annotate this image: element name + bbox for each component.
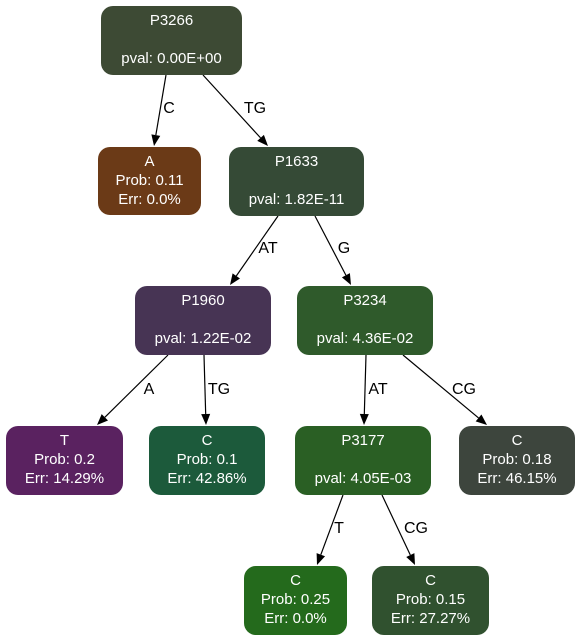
edge-p3177-c_leaf3: T <box>316 494 344 565</box>
arrowhead-icon <box>341 273 351 285</box>
edge-label: TG <box>244 100 266 117</box>
node-text-line: Prob: 0.25 <box>261 591 330 608</box>
edge-line <box>402 354 479 419</box>
node-box <box>244 566 347 635</box>
edge-label: AT <box>368 381 387 398</box>
edge-root-p1633: TG <box>202 74 268 146</box>
arrowhead-icon <box>316 553 326 565</box>
edge-p3177-c_leaf4: CG <box>381 494 428 565</box>
arrowhead-icon <box>406 553 415 565</box>
edge-p3234-p3177: AT <box>359 354 388 425</box>
edge-line <box>363 354 367 415</box>
node-text-line: Prob: 0.18 <box>482 451 551 468</box>
node-text-line: P3266 <box>150 12 193 29</box>
arrowhead-icon <box>230 273 240 285</box>
node-text-line: Prob: 0.11 <box>115 172 183 189</box>
node-text-line: Prob: 0.15 <box>396 591 465 608</box>
node-text-line: P1633 <box>275 153 318 170</box>
node-text-line: pval: 1.22E-02 <box>155 330 252 347</box>
edge-line <box>314 215 347 276</box>
edge-p1633-p1960: AT <box>230 215 279 285</box>
node-text-line: pval: 4.05E-03 <box>315 470 412 487</box>
edge-label: CG <box>452 381 476 398</box>
edge-line <box>203 354 207 415</box>
edge-line <box>320 494 344 555</box>
node-text-line: Err: 0.0% <box>118 191 181 208</box>
edge-p1960-t_leaf: A <box>97 354 169 425</box>
arrowhead-icon <box>475 414 487 425</box>
edge-line <box>235 215 279 277</box>
node-root: P3266 pval: 0.00E+00 <box>101 6 242 75</box>
node-box <box>295 426 431 495</box>
edge-line <box>104 354 169 418</box>
edge-label: CG <box>404 520 428 537</box>
node-box <box>229 147 364 216</box>
node-text-line: Err: 42.86% <box>167 470 246 487</box>
node-text-line: P1960 <box>181 292 224 309</box>
node-text-line: P3177 <box>341 432 384 449</box>
edge-line <box>381 494 411 556</box>
node-text-line: P3234 <box>343 292 386 309</box>
node-text-line: Err: 14.29% <box>25 470 104 487</box>
node-box <box>135 286 271 355</box>
node-box <box>101 6 242 75</box>
node-text-line: pval: 4.36E-02 <box>317 330 414 347</box>
edge-label: G <box>338 240 350 257</box>
edge-label: TG <box>208 381 230 398</box>
node-p3234: P3234 pval: 4.36E-02 <box>297 286 433 355</box>
node-text-line: C <box>425 572 436 589</box>
edge-label: T <box>334 520 344 537</box>
edge-line <box>202 74 262 139</box>
arrowhead-icon <box>257 134 268 146</box>
arrowhead-icon <box>359 413 369 425</box>
edge-label: A <box>144 381 155 398</box>
node-p1633: P1633 pval: 1.82E-11 <box>229 147 364 216</box>
node-box <box>149 426 265 495</box>
arrowhead-icon <box>201 413 211 425</box>
node-text-line: Prob: 0.1 <box>177 451 238 468</box>
edge-p3234-c_leaf2: CG <box>402 354 487 425</box>
node-text-line: pval: 1.82E-11 <box>249 191 345 208</box>
node-box <box>6 426 123 495</box>
edge-line <box>155 74 167 136</box>
node-text-line: Prob: 0.2 <box>34 451 95 468</box>
node-p3177: P3177 pval: 4.05E-03 <box>295 426 431 495</box>
node-box <box>372 566 489 635</box>
edge-p1960-c_leaf1: TG <box>201 354 230 425</box>
edge-root-a_leaf: C <box>151 74 175 146</box>
node-text-line: T <box>60 432 69 449</box>
node-text-line: C <box>290 572 301 589</box>
node-text-line: C <box>512 432 523 449</box>
node-text-line: Err: 27.27% <box>391 610 470 627</box>
edge-p1633-p3234: G <box>314 215 351 285</box>
node-text-line: pval: 0.00E+00 <box>121 50 222 67</box>
node-box <box>98 147 201 215</box>
edge-label: C <box>163 100 175 117</box>
arrowhead-icon <box>151 134 161 146</box>
node-text-line: C <box>202 432 213 449</box>
node-text-line: Err: 0.0% <box>264 610 327 627</box>
node-box <box>297 286 433 355</box>
node-text-line: A <box>144 153 154 170</box>
arrowhead-icon <box>97 414 108 425</box>
edge-label: AT <box>258 240 277 257</box>
node-box <box>459 426 575 495</box>
node-p1960: P1960 pval: 1.22E-02 <box>135 286 271 355</box>
node-text-line: Err: 46.15% <box>477 470 556 487</box>
